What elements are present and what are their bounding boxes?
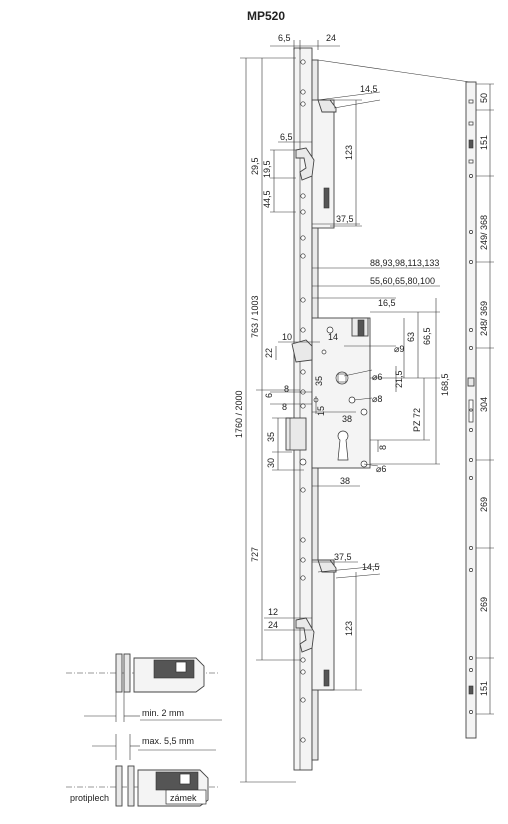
dim-8-c: 8 (378, 445, 388, 450)
dim-66-5: 66,5 (422, 327, 432, 345)
dim-63: 63 (406, 332, 416, 342)
dim-1760-2000: 1760 / 2000 (234, 390, 244, 438)
strike-plate: 50 151 249/ 368 248/ 369 304 269 269 151 (465, 81, 494, 739)
strip-dim-151-top: 151 (479, 135, 489, 150)
bottom-hook-bolt (295, 617, 315, 653)
gap-detail: min. 2 mm max. 5,5 mm protiplech zámek (66, 653, 222, 807)
dim-38-b: 38 (340, 476, 350, 486)
follower-hole (335, 371, 349, 385)
dim-15: 15 (316, 406, 326, 416)
dim-35-a: 35 (314, 376, 324, 386)
dim-763-1003: 763 / 1003 (250, 295, 260, 338)
faceplate-holes (299, 59, 307, 743)
main-dimension-labels: 6,5 24 14,5 123 6,5 29,5 19,5 44,5 37,5 … (234, 33, 450, 636)
main-dimension-lines (240, 40, 471, 783)
dim-16-5: 16,5 (378, 298, 396, 308)
detail-strike-label: protiplech (70, 793, 109, 803)
dim-10: 10 (282, 332, 292, 342)
drawing-title: MP520 (247, 9, 285, 23)
dim-30: 30 (266, 458, 276, 468)
dim-168-5: 168,5 (440, 373, 450, 396)
top-hook-bolt (295, 147, 315, 181)
dim-8-a: 8 (284, 384, 289, 394)
dim-hook-123-bottom: 123 (344, 621, 354, 636)
dim-diameter-9: ⌀9 (394, 344, 404, 354)
detail-min-gap-label: min. 2 mm (142, 708, 184, 718)
dim-727: 727 (250, 547, 260, 562)
strip-dim-249-368: 249/ 368 (479, 215, 489, 250)
dim-29-5: 29,5 (250, 157, 260, 175)
dim-21-5: 21,5 (394, 370, 404, 388)
dim-12: 12 (268, 607, 278, 617)
strip-dim-151-bottom: 151 (479, 681, 489, 696)
detail-max-gap-label: max. 5,5 mm (142, 736, 194, 746)
dim-37-5-top: 37,5 (336, 214, 354, 224)
strip-dim-248-369: 248/ 369 (479, 301, 489, 336)
cylinder-hole (337, 430, 349, 461)
detail-strike-bottom (115, 765, 123, 807)
detail-strike-top (115, 653, 123, 693)
dim-37-5-bottom: 37,5 (334, 552, 352, 562)
dim-6: 6 (264, 393, 274, 398)
strip-dim-269-b: 269 (479, 597, 489, 612)
strip-dim-50: 50 (479, 93, 489, 103)
dim-diameter-6-a: ⌀6 (372, 372, 382, 382)
dim-hook-6-5: 6,5 (280, 132, 293, 142)
detail-lock-label: zámek (170, 793, 197, 803)
dim-24-b: 24 (268, 620, 278, 630)
dim-diameter-8: ⌀8 (372, 394, 382, 404)
dim-backsets-2: 55,60,65,80,100 (370, 276, 435, 286)
dim-hook-14-5-top: 14,5 (360, 84, 378, 94)
dim-top-24: 24 (326, 33, 336, 43)
dim-diameter-6-b: ⌀6 (376, 464, 386, 474)
strip-dim-269-a: 269 (479, 497, 489, 512)
dim-44-5: 44,5 (262, 190, 272, 208)
dim-22: 22 (264, 348, 274, 358)
dim-8-b: 8 (282, 402, 287, 412)
latch (291, 339, 313, 363)
main-lock-body (285, 47, 371, 771)
dim-pz-72: PZ 72 (412, 408, 422, 432)
dim-35-b: 35 (266, 432, 276, 442)
dim-backsets-1: 88,93,98,113,133 (370, 258, 439, 268)
dim-top-6-5: 6,5 (278, 33, 291, 43)
deadbolt (285, 417, 307, 451)
top-hook-housing (311, 99, 335, 229)
strip-dim-304: 304 (479, 397, 489, 412)
dim-19-5: 19,5 (262, 160, 272, 178)
dim-14: 14 (328, 332, 338, 342)
bottom-hook-housing (311, 559, 335, 691)
dim-38-a: 38 (342, 414, 352, 424)
dim-hook-14-5-bottom: 14,5 (362, 562, 380, 572)
dim-hook-123-top: 123 (344, 145, 354, 160)
